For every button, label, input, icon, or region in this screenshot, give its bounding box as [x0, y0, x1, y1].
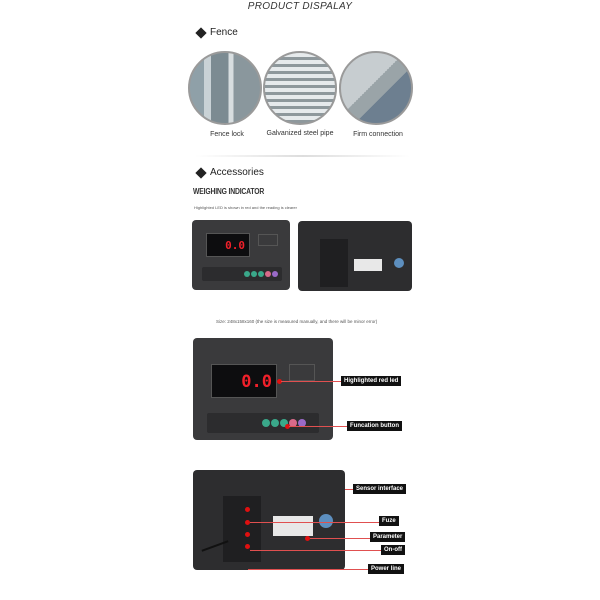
fence-caption: Fence lock	[210, 131, 244, 138]
label-parameter: Parameter	[370, 532, 406, 542]
callout-line	[250, 550, 381, 551]
diamond-bullet-icon	[195, 167, 207, 179]
section-divider	[195, 155, 410, 157]
indicator-front-large: 0.0	[193, 338, 333, 440]
callout-line	[248, 569, 368, 570]
fence-caption: Firm connection	[353, 131, 403, 138]
callout-line	[250, 522, 379, 523]
callout-dot	[285, 424, 290, 429]
callout-dot	[245, 507, 250, 512]
product-title: WEIGHING INDICATOR	[193, 187, 265, 196]
indicator-back-small	[298, 221, 412, 291]
led-reading: 0.0	[241, 372, 272, 392]
label-function-button: Funcation button	[347, 421, 402, 431]
indicator-front-small: 0.0	[192, 220, 290, 290]
firm-connection-image	[339, 51, 413, 125]
label-on-off: On-off	[381, 545, 405, 555]
fence-lock-image	[188, 51, 262, 125]
size-note: Size: 248x158x160 (the size is measured …	[216, 319, 378, 324]
product-subtitle: Highlighted LED is shown in red and the …	[194, 205, 297, 210]
callout-line	[281, 381, 341, 382]
callout-line	[310, 538, 370, 539]
label-sensor-interface: Sensor interface	[353, 484, 407, 494]
fence-caption: Galvanized steel pipe	[266, 130, 334, 137]
callout-dot	[245, 520, 250, 525]
callout-dot	[245, 532, 250, 537]
fence-heading: Fence	[210, 27, 238, 38]
callout-line	[345, 489, 353, 490]
callout-dot	[277, 379, 282, 384]
led-reading: 0.0	[225, 239, 245, 252]
page-title: PRODUCT DISPALAY	[247, 1, 353, 12]
diamond-bullet-icon	[195, 27, 207, 39]
callout-dot	[305, 536, 310, 541]
label-highlighted-red-led: Highlighted red led	[341, 376, 402, 386]
galvanized-pipe-image	[263, 51, 337, 125]
callout-line	[289, 426, 347, 427]
accessories-heading: Accessories	[210, 167, 264, 178]
callout-dot	[245, 544, 250, 549]
label-fuze: Fuze	[379, 516, 399, 526]
indicator-back-large	[193, 470, 345, 570]
label-power-line: Power line	[368, 564, 405, 574]
